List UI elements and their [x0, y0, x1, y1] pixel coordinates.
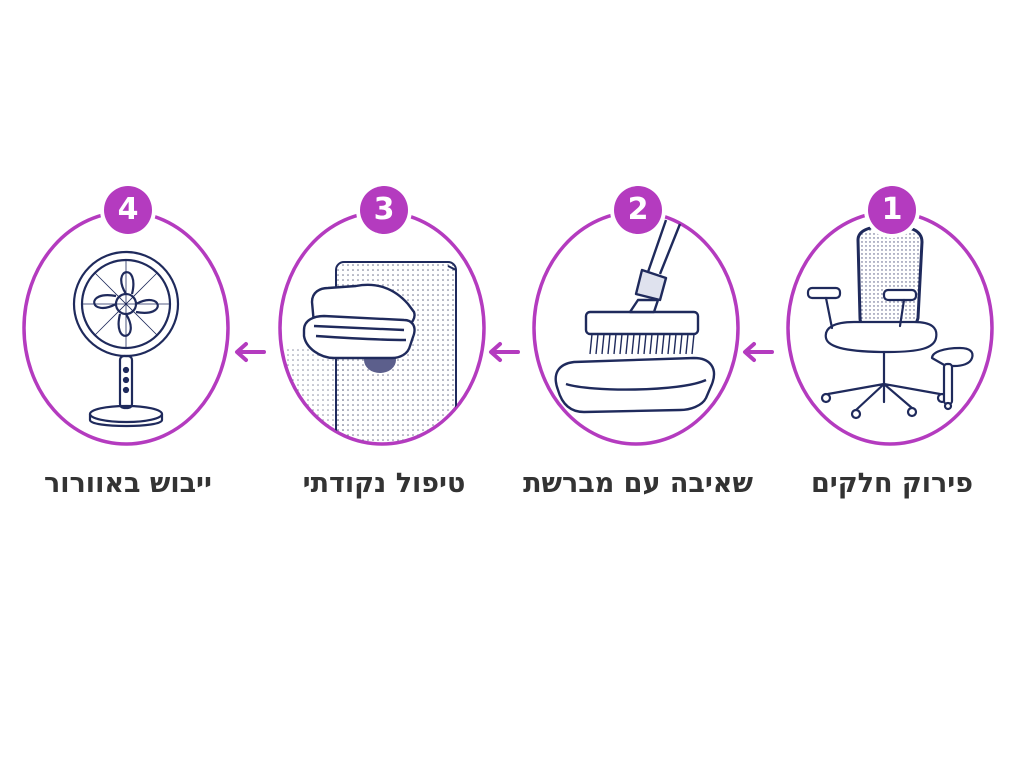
- step-1: 1: [772, 186, 1012, 546]
- step-2: 2 שאיבה עם מברשת: [518, 186, 758, 546]
- step-label: טיפול נקודתי: [302, 468, 466, 499]
- fan-icon: [22, 210, 230, 446]
- arrow-left-icon: [232, 340, 268, 364]
- step-3: 3: [264, 186, 504, 546]
- step-circle: [530, 208, 742, 448]
- step-circle: [276, 208, 488, 448]
- arrow-left-icon: [740, 340, 776, 364]
- step-number-badge: 3: [360, 186, 408, 234]
- arrow-left-icon: [486, 340, 522, 364]
- step-circle: [784, 208, 996, 448]
- step-number-badge: 4: [104, 186, 152, 234]
- step-circle: [20, 208, 232, 448]
- cloth-spot-icon: [278, 210, 486, 446]
- step-4: 4: [8, 186, 248, 546]
- step-label: שאיבה עם מברשת: [523, 468, 753, 499]
- step-label: ייבוש באוורור: [44, 468, 212, 499]
- step-number-badge: 1: [868, 186, 916, 234]
- vacuum-brush-icon: [532, 210, 740, 446]
- office-chair-icon: [786, 210, 994, 446]
- step-number-badge: 2: [614, 186, 662, 234]
- step-label: פירוק חלקים: [810, 468, 974, 499]
